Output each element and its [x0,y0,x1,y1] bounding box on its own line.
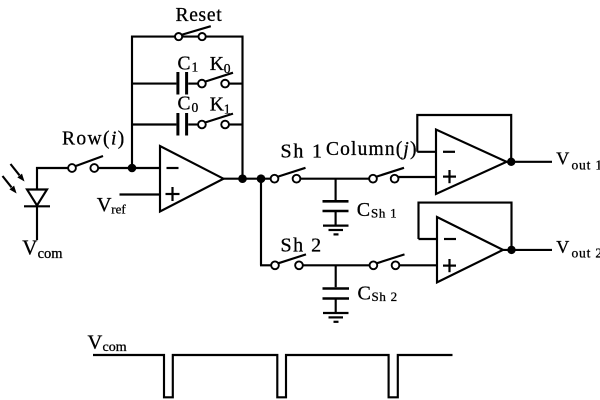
svg-text:K: K [210,95,224,116]
svg-text:C: C [357,199,370,221]
svg-text:V: V [22,236,37,260]
svg-text:Column(j): Column(j) [326,139,418,160]
svg-text:C: C [178,53,191,74]
svg-text:1: 1 [192,60,199,75]
svg-text:C: C [358,283,371,305]
svg-text:com: com [103,340,127,355]
svg-text:V: V [556,237,569,257]
svg-text:out 1: out 1 [572,157,600,172]
svg-text:Reset: Reset [176,5,223,26]
svg-text:Sh 1: Sh 1 [281,140,324,162]
svg-text:V: V [556,149,569,169]
svg-text:1: 1 [224,102,231,117]
svg-text:V: V [88,331,103,353]
svg-text:ref: ref [111,201,126,216]
svg-text:Sh 1: Sh 1 [371,205,397,220]
svg-text:com: com [38,246,64,262]
svg-text:Row(i): Row(i) [62,128,126,149]
svg-text:V: V [97,194,112,216]
svg-text:Sh 2: Sh 2 [372,289,398,304]
svg-text:0: 0 [192,100,199,115]
svg-text:0: 0 [224,61,231,76]
svg-text:out 2: out 2 [572,246,600,261]
svg-text:Sh 2: Sh 2 [281,234,323,256]
svg-text:C: C [178,94,191,115]
svg-text:K: K [210,54,224,75]
